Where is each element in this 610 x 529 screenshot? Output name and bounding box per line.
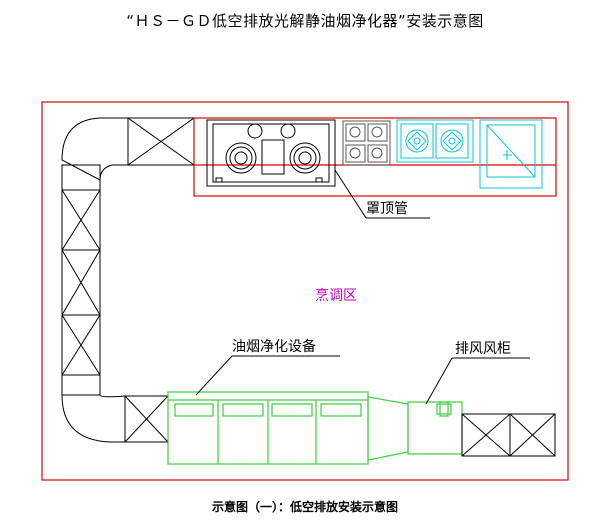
duct-bottom-segment — [124, 395, 169, 443]
outlet-duct — [461, 413, 556, 457]
room-boundary — [41, 101, 569, 481]
burner-stove — [342, 120, 391, 166]
hood-outline — [193, 117, 557, 197]
diagram-title: “ＨＳ－ＧＤ低空排放光解静油烟净化器”安装示意图 — [126, 12, 484, 30]
hood-leader — [334, 169, 367, 219]
fan-cabinet — [407, 401, 463, 455]
kitchen-label: 烹调区 — [315, 287, 357, 304]
sink-counter — [479, 119, 543, 189]
hood-label: 罩顶管 — [366, 201, 408, 217]
purifier-label: 油烟净化设备 — [232, 338, 316, 355]
diagram-caption: 示意图（一）：低空排放安装示意图 — [211, 500, 398, 514]
wok-stove — [206, 119, 336, 187]
duct-left-vertical — [61, 164, 101, 396]
duct-elbow-top — [61, 117, 129, 181]
duct-top-segment — [127, 117, 195, 166]
fan-leader — [425, 357, 453, 405]
fan-label: 排风风柜 — [455, 341, 511, 357]
duct-elbow-bottom — [61, 394, 169, 443]
soup-stove — [396, 119, 474, 163]
purifier-leader — [195, 355, 233, 396]
purifier-unit — [167, 391, 409, 465]
